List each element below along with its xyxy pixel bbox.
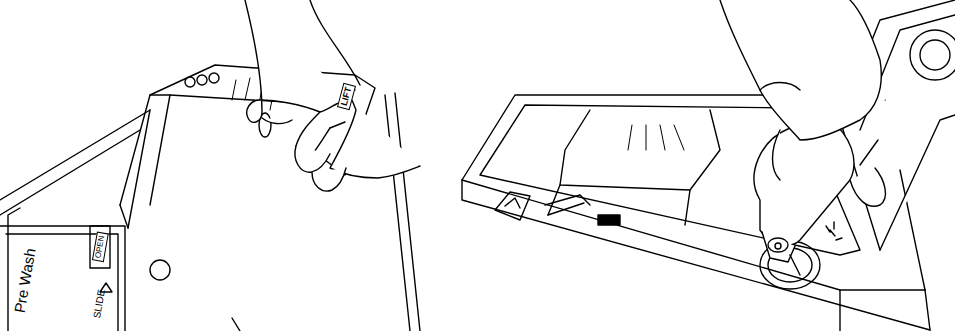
prewash-cup xyxy=(0,226,125,331)
lift-label: LIFT xyxy=(336,82,355,110)
rinse-aid-bottle xyxy=(754,120,854,275)
compartment-label: Pre Wash xyxy=(11,247,37,314)
slide-label: SLIDE xyxy=(92,289,107,319)
open-label: OPEN xyxy=(91,232,108,262)
hand-left xyxy=(245,0,420,191)
slide-arrow xyxy=(100,260,170,292)
hand-right xyxy=(720,0,885,206)
